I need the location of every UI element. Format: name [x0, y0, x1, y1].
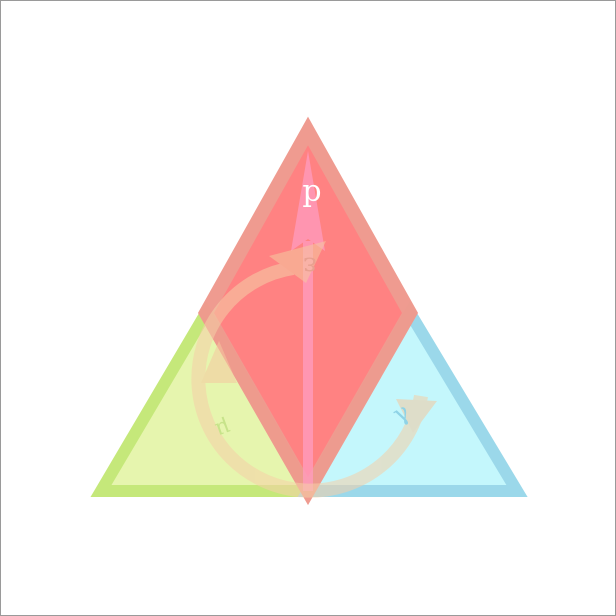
label-center: ε: [303, 251, 316, 281]
vertical-arrow: [291, 151, 325, 491]
cycle-arrow: [191, 241, 437, 498]
label-top: p: [302, 174, 321, 209]
